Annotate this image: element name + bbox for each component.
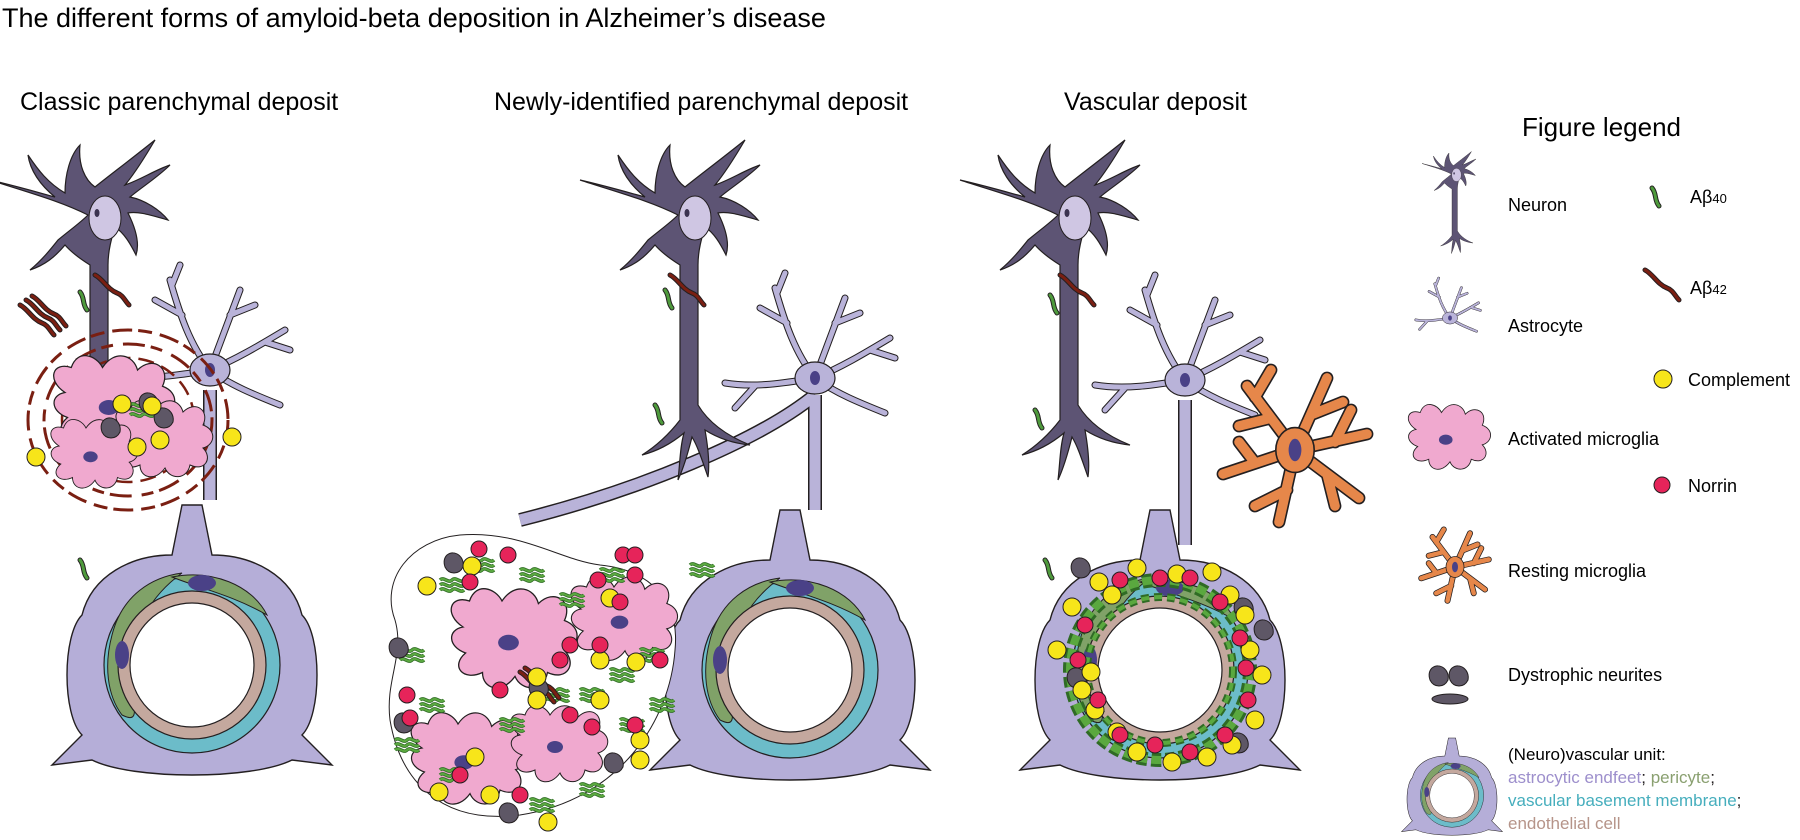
legend-title: Figure legend <box>1522 112 1681 142</box>
new-astrocyte <box>518 273 895 527</box>
legend-neuron-label: Neuron <box>1508 195 1567 215</box>
panel-title-vascular: Vascular deposit <box>1064 88 1247 116</box>
legend-ab40-icon <box>1652 188 1659 206</box>
legend-dystrophic-neurites-icon <box>1428 665 1469 705</box>
legend-nvu-line1: astrocytic endfeet; pericyte; <box>1508 768 1715 787</box>
figure-legend: Figure legend Neuron Astrocyte Activated… <box>1401 112 1790 836</box>
panel-classic <box>0 139 333 776</box>
legend-resting-microglia-label: Resting microglia <box>1508 561 1647 581</box>
new-neuron <box>579 139 761 481</box>
panel-title-new: Newly-identified parenchymal deposit <box>494 88 908 116</box>
figure-title: The different forms of amyloid-beta depo… <box>2 3 826 33</box>
legend-dystrophic-neurites-label: Dystrophic neurites <box>1508 665 1662 685</box>
legend-nvu-heading: (Neuro)vascular unit: <box>1508 745 1666 764</box>
panel-title-classic: Classic parenchymal deposit <box>20 88 338 116</box>
vascular-astrocyte <box>1095 275 1265 545</box>
panel-new <box>388 139 931 832</box>
legend-ab42-label: Aβ42 <box>1690 278 1727 298</box>
legend-norrin-icon <box>1653 476 1671 494</box>
legend-nvu-line2: vascular basement membrane; <box>1508 791 1741 810</box>
legend-resting-microglia-icon <box>1421 530 1489 601</box>
legend-nvu-line3: endothelial cell <box>1508 814 1620 833</box>
legend-norrin-label: Norrin <box>1688 476 1737 496</box>
legend-complement-icon <box>1653 369 1673 389</box>
panel-vascular <box>959 139 1367 781</box>
legend-complement-label: Complement <box>1688 370 1790 390</box>
legend-activated-microglia-icon <box>1407 404 1492 470</box>
legend-ab42-icon <box>1645 270 1679 300</box>
legend-neuron-icon <box>1421 151 1477 254</box>
new-vessel <box>649 509 931 781</box>
legend-nvu-icon <box>1401 737 1503 836</box>
legend-ab40-label: Aβ40 <box>1690 187 1727 207</box>
vascular-resting-microglia <box>1223 370 1367 522</box>
new-deposit <box>388 275 716 832</box>
vascular-neuron <box>959 139 1141 481</box>
legend-astrocyte-label: Astrocyte <box>1508 316 1583 336</box>
classic-plaque <box>20 275 242 578</box>
classic-vessel <box>51 504 333 776</box>
legend-activated-microglia-label: Activated microglia <box>1508 429 1660 449</box>
legend-astrocyte-icon <box>1414 276 1482 333</box>
